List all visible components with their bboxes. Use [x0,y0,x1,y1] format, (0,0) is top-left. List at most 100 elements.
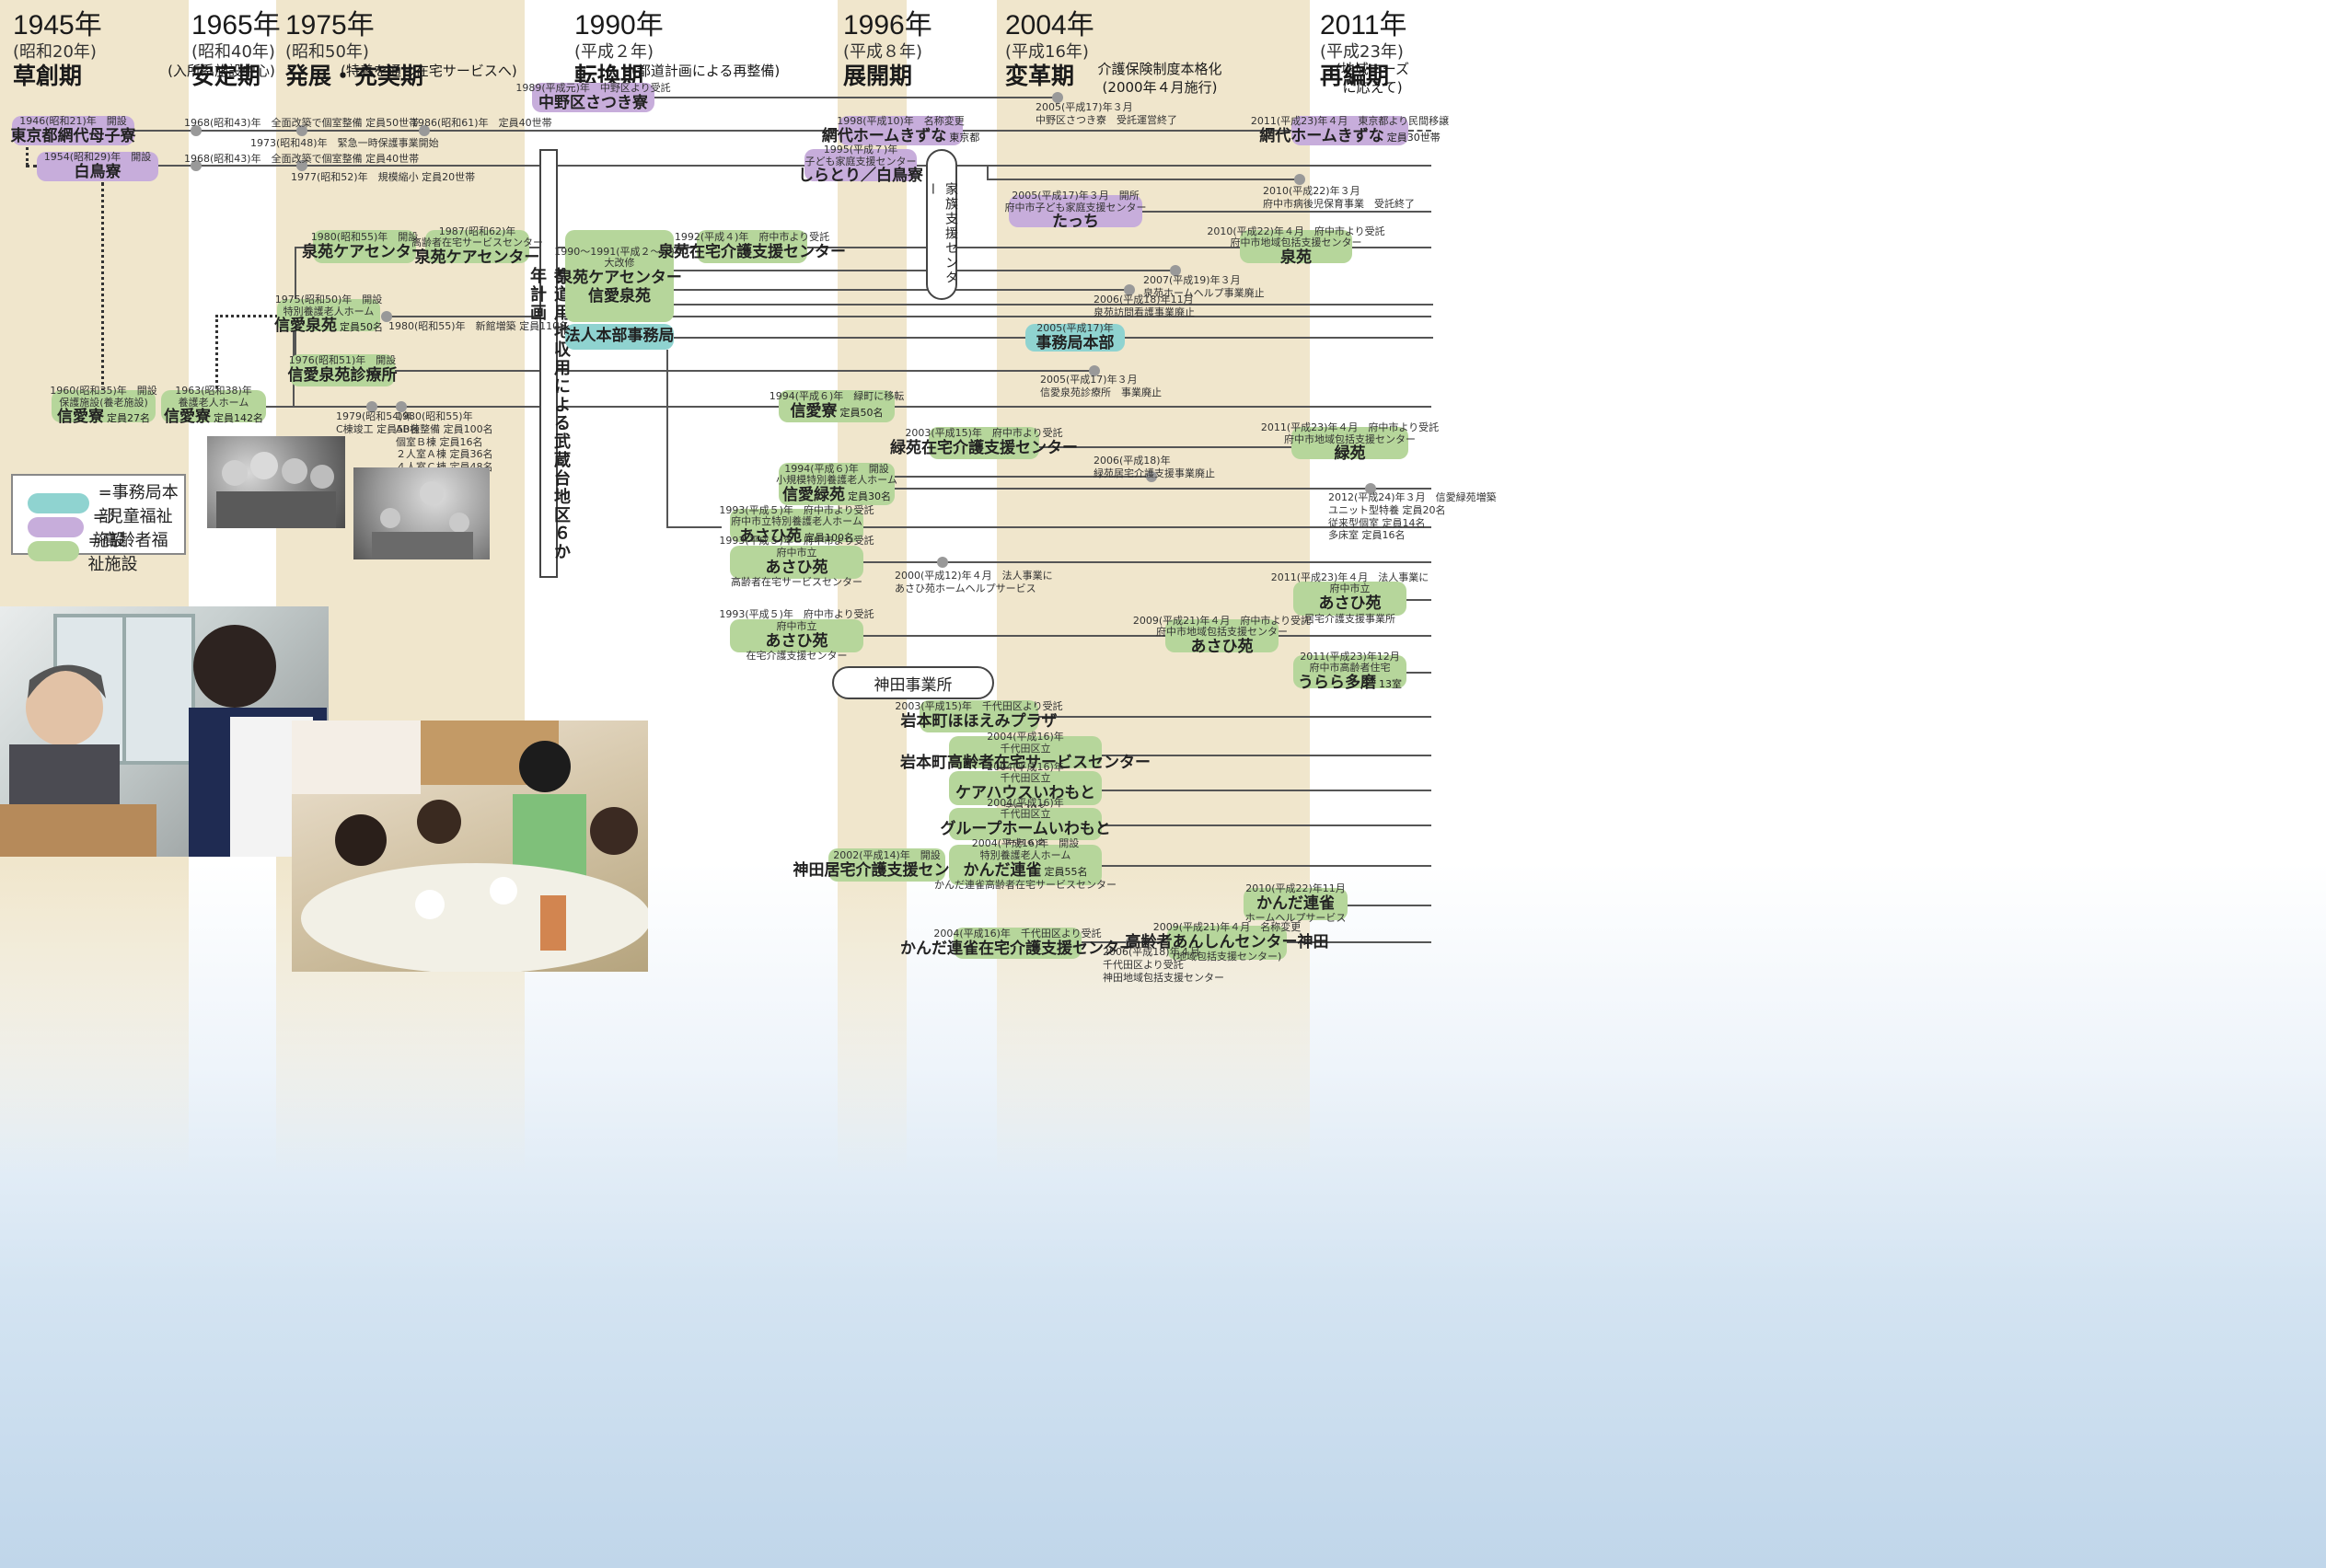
facility-date: 1993(平成５)年 府中市より受託 [719,503,874,516]
timeline-event-label: 2000(平成12)年４月 法人事業に あさひ苑ホームヘルプサービス [895,570,1053,594]
facility-date: 2010(平成22)年11月 [1245,882,1346,895]
timeline-dot [1170,265,1181,276]
timeline-shiratori-3 [987,179,1300,180]
facility-subtitle: 高齢者在宅サービスセンター [731,576,862,589]
legend-row-koreisha: =高齢者福祉施設 [28,527,184,575]
era-year: 1996年 [843,10,932,40]
photo-elderly-care [0,606,329,857]
era-period: 展開期 [843,62,913,89]
facility-name: 泉苑ケアセンター [302,243,427,262]
facility-box-group-home: 2004(平成16)年千代田区立グループホームいわもと定員９名 [940,797,1110,849]
facility-name: 白鳥寮 [75,163,122,182]
timeline-shiratori-2 [916,165,1431,167]
facility-name: あさひ苑定員100名 [739,527,854,547]
facility-date: 2004(平成16)年 [987,796,1064,809]
era-year: 1945年 [13,10,102,40]
facility-date: 1994(平成６)年 開設 [784,462,889,475]
facility-date: 1993(平成５)年 府中市より受託 [719,608,874,621]
dotted-shinai [215,315,218,393]
facility-name: 緑苑 [1335,445,1366,464]
facility-name-line: 緑苑 [1334,444,1366,464]
facility-date: 府中市地域包括支援センター [1230,236,1362,249]
facility-date: 2010(平成22)年４月 府中市より受託 [1207,225,1385,237]
facility-name-line: たっち [1052,213,1099,232]
facility-box-asahien3: 1993(平成５)年 府中市より受託府中市立あさひ苑在宅介護支援センター [719,609,874,662]
photo-children-meal [292,721,648,972]
connector-asahien [666,350,668,526]
facility-name: 泉苑ケアセンター信愛泉苑 [557,270,682,306]
facility-name: 信愛寮定員50名 [790,402,884,421]
facility-capacity: 13室 [1379,677,1402,690]
facility-date: 2003(平成15)年 府中市より受託 [905,427,1063,440]
facility-name: しらとり／白鳥寮 [798,167,923,186]
timeline-nakano [654,97,1059,98]
timeline-dot [1052,92,1063,103]
photo-nursery-historical [353,467,490,559]
facility-name: 中野区さつき寮 [538,94,648,113]
facility-box-izumien-big: 1990～1991(平成２～３)年大改修泉苑ケアセンター信愛泉苑 [554,230,685,322]
facility-capacity: 東京都 [949,131,980,144]
dotted-amishiro [26,143,29,166]
era-1945: 1945年 (昭和20年) 草創期 [13,9,102,90]
facility-name-line: 神田居宅介護支援センター [793,860,981,880]
timeline-izumien-2 [674,270,1175,271]
facility-date: 府中市立特別養護老人ホーム [731,515,862,528]
dotted-shiratori [101,182,104,392]
facility-date: 府中市立 [776,546,817,559]
facility-capacity: 定員100名 [804,531,854,544]
facility-capacity: 定員30名 [848,490,891,502]
facility-box-shinai-ryo1960: 1960(昭和35)年 開設保護施設(養老施設)信愛寮定員27名 [50,385,157,425]
timeline-izumien-3 [674,289,1129,291]
facility-box-ryokuen-zaitaku: 2003(平成15)年 府中市より受託緑苑在宅介護支援センター [890,427,1078,459]
facility-date: 1994(平成６)年 緑町に移転 [769,390,905,403]
era-nengo: (平成８年) [843,42,923,62]
timeline-event-label: 1980(昭和55)年 AB棟整備 定員100名 個室Ｂ棟 定員16名 ２人室Ａ… [396,410,493,473]
facility-name: 岩本町ほほえみプラザ [901,712,1058,732]
era-period: 草創期 [13,62,83,89]
facility-name: あさひ苑 [766,632,828,651]
timeline-event-label: 1968(昭和43)年 全面改築で個室整備 定員50世帯 [184,117,420,129]
facility-box-asahien1: 1993(平成５)年 府中市より受託府中市立特別養護老人ホームあさひ苑定員100… [719,504,874,545]
legend-swatch-koreisha [28,541,79,561]
timeline-dot [1294,174,1305,185]
facility-name-line: 法人本部事務局 [564,327,675,346]
timeline-ryokuen [1038,446,1310,448]
facility-date: 2004(平成16)年 [987,731,1064,744]
timeline-event-label: 2006(平成18)年４月 千代田区より受託 神田地域包括支援センター [1103,946,1224,984]
facility-name-line: 信愛寮定員50名 [790,402,884,421]
facility-name: 泉苑在宅介護支援センター [658,243,846,262]
era-year: 1965年 [191,10,281,40]
facility-box-kanda-renjaku: 2004(平成16)年 開設特別養護老人ホームかんだ連雀定員55名かんだ連雀高齢… [934,838,1117,891]
shiratori-branch [987,165,989,179]
facility-name: 信愛寮定員27名 [57,409,150,427]
facility-name: 緑苑在宅介護支援センター [890,439,1078,458]
facility-subtitle: ホームヘルプサービス [1244,912,1347,925]
timeline-dot [296,160,307,171]
timeline-dot [1146,471,1157,482]
timeline-ryokuen-2 [893,476,1151,478]
facility-name-line: 高齢者あんしんセンター神田 [1125,932,1329,951]
facility-date: 特別養護老人ホーム [283,305,375,317]
era-nengo: (平成２年) [574,42,654,62]
facility-name-line: 信愛寮定員27名 [57,408,150,427]
dotted-shinai-h [215,315,278,317]
timeline-carehouse [1102,790,1431,791]
timeline-grouphome [1102,824,1431,826]
facility-date: 2009(平成21)年４月 名称変更 [1152,921,1302,934]
facility-box-asahien-2009: 2009(平成21)年４月 府中市より受託府中市地域包括支援センターあさひ苑 [1133,615,1311,655]
facility-box-shinai-izumien: 1975(昭和50)年 開設特別養護老人ホーム信愛泉苑定員50名 [274,294,383,334]
facility-capacity: 定員30世帯 [1386,131,1441,144]
facility-date: 府中市地域包括支援センター [1284,432,1416,445]
legend-label-koreisha: =高齢者福祉施設 [87,531,168,574]
facility-date: 1975(昭和50)年 開設 [274,294,383,306]
facility-subtitle: 在宅介護支援センター [746,650,848,663]
facility-subtitle: かんだ連雀高齢者在宅サービスセンター [934,879,1117,892]
facility-date: 2004(平成16)年 開設 [971,837,1080,850]
facility-name: かんだ連雀定員55名 [964,861,1088,881]
timeline-dot [366,401,377,412]
era-note-2004: 介護保険制度本格化 (2000年４月施行) [1097,61,1222,96]
facility-subtitle: (地域包括支援センター) [1172,951,1282,963]
era-period: 安定期 [191,62,261,89]
facility-name-line: 信愛泉苑診療所 [287,366,398,386]
